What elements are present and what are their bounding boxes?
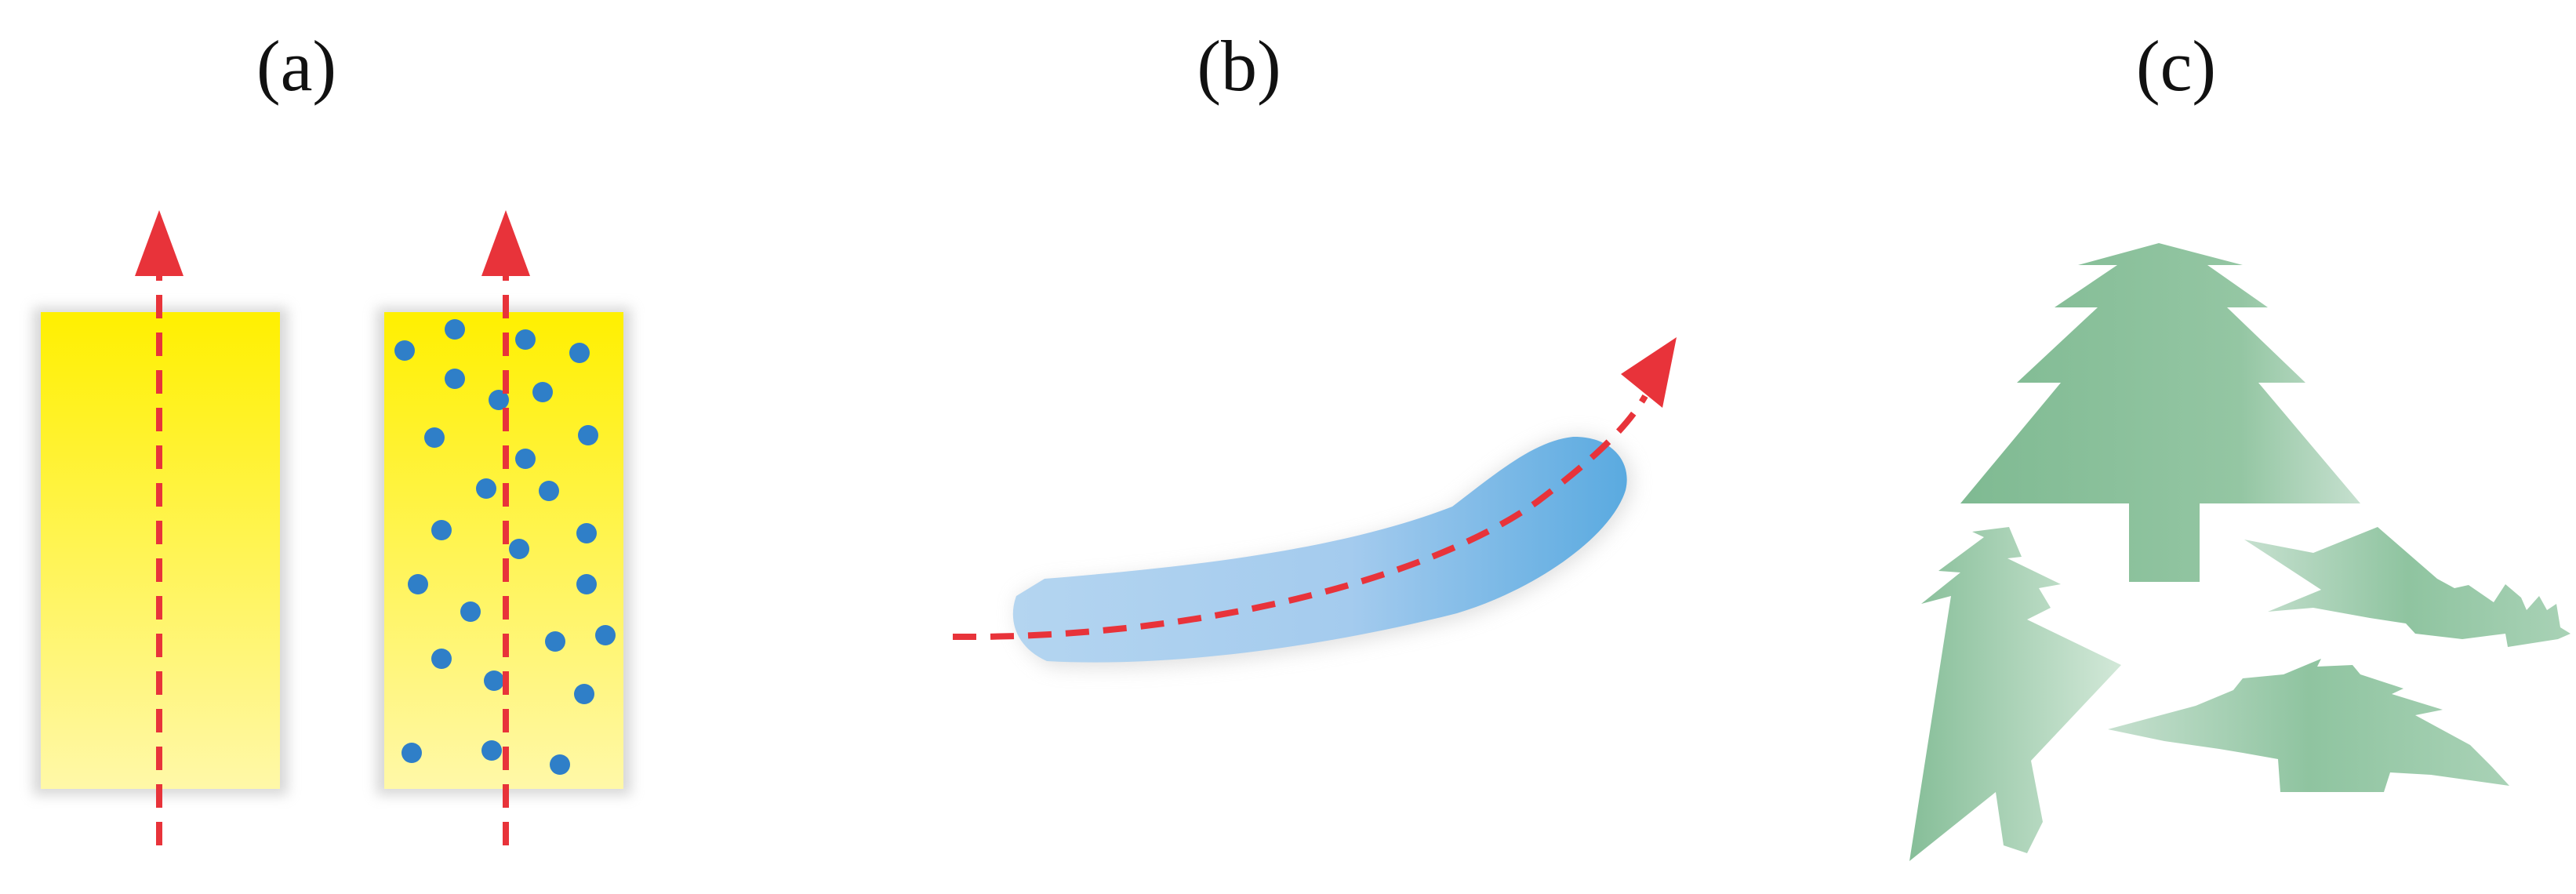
particle (574, 684, 594, 704)
particle (515, 449, 536, 469)
tree-fallen-right (2244, 527, 2571, 647)
particle (481, 740, 502, 761)
panel-a (33, 210, 631, 845)
particle (515, 329, 536, 350)
particle (539, 481, 559, 501)
curved-light-path (952, 394, 1648, 641)
panel-label-c: (c) (2135, 26, 2217, 106)
arrowhead-up-right (481, 210, 530, 276)
particle (394, 340, 415, 361)
tree-tilted-left (1909, 527, 2121, 861)
tree-upright (1960, 243, 2360, 582)
scattering-particles (394, 319, 616, 775)
panel-label-a: (a) (256, 26, 337, 106)
particle (578, 425, 598, 445)
particle (424, 427, 445, 448)
panel-c (1909, 243, 2571, 861)
particle (545, 631, 565, 652)
particle (532, 382, 553, 402)
particle (576, 523, 597, 543)
particle (576, 574, 597, 594)
panel-b (952, 337, 1677, 668)
particle (431, 520, 452, 540)
arrowhead-up-left (135, 210, 183, 276)
particle (595, 625, 616, 645)
bent-fiber (1012, 436, 1627, 663)
arrowhead-curved (1621, 337, 1677, 408)
particle (509, 539, 529, 559)
particle (445, 369, 465, 389)
particle (401, 743, 422, 763)
particle (431, 649, 452, 669)
particle (460, 601, 481, 622)
particle (569, 343, 590, 363)
particle (445, 319, 465, 340)
particle (489, 390, 509, 410)
particle (550, 754, 570, 775)
particle (408, 574, 428, 594)
particle (476, 478, 496, 499)
particle (484, 670, 504, 691)
panel-label-b: (b) (1197, 26, 1281, 106)
tree-fallen-bottom (2108, 659, 2509, 792)
